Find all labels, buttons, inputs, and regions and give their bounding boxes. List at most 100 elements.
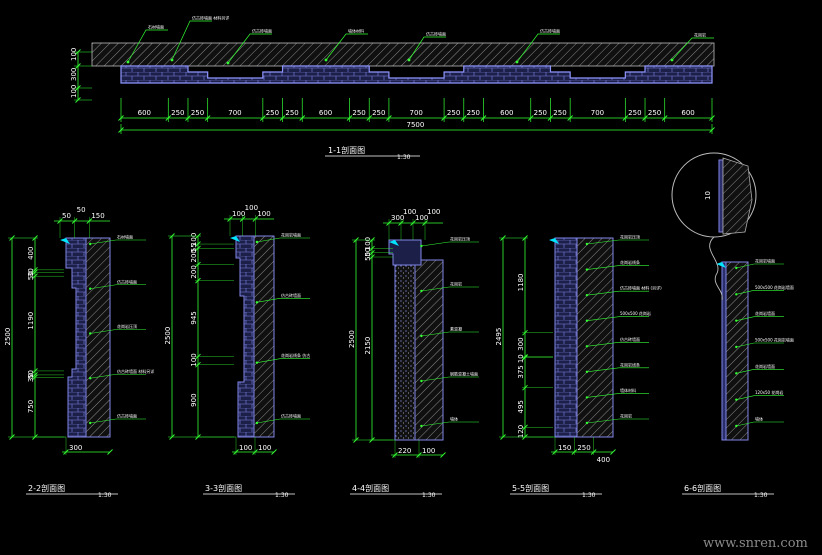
detail-dim: 10 <box>704 191 712 200</box>
section-leader-line <box>586 239 649 245</box>
section-leader-line <box>421 421 479 427</box>
plan-segment-dim: 600 <box>138 109 151 117</box>
section-vert-dim: 200 <box>190 265 198 278</box>
plan-leader-line <box>325 33 368 61</box>
section-2-2: 40030501190503075025005050150300石材墙面仿古砖墙… <box>4 206 154 499</box>
section-top-dim: 50 <box>77 206 86 214</box>
section-leader-line <box>736 369 784 374</box>
section-leader-line <box>736 316 784 321</box>
plan-dim-tick <box>165 115 172 121</box>
plan-dim-tick <box>366 115 373 121</box>
section-leader-label: 花岗岩压顶 <box>450 236 470 242</box>
plan-dim-tick <box>622 115 629 121</box>
section-title: 2-2剖面图 <box>28 483 65 493</box>
plan-segment-dim: 700 <box>591 109 604 117</box>
plan-dim-tick <box>547 115 554 121</box>
section-leader-dot <box>735 398 738 401</box>
section-bottom-dim: 100 <box>239 444 252 452</box>
plan-leaders: 石材墙面仿古砖墙面 材料另详仿古砖墙面墙体材料仿古砖墙面仿古砖墙面花岗岩 <box>126 15 714 65</box>
section-vert-dim: 50 <box>364 248 372 257</box>
plan-left-dim: 300 <box>70 68 78 81</box>
plan-dim-tick <box>386 115 392 121</box>
section-leader-label: 石材墙面 <box>117 234 133 240</box>
section-vert-total: 2500 <box>348 330 356 348</box>
section-hatch-wall <box>576 237 614 438</box>
section-leader-dot <box>255 240 259 244</box>
section-scale: 1:30 <box>98 492 112 499</box>
section-brick-face <box>554 237 578 438</box>
plan-leader-dot <box>126 60 130 64</box>
plan-dim-tick <box>567 115 573 121</box>
section-vert-dim: 300 <box>517 337 525 350</box>
section-leader-line <box>736 421 784 427</box>
section-top-dim: 150 <box>91 212 104 220</box>
section-leader-dot <box>255 301 259 304</box>
section-leader-line <box>586 367 649 373</box>
section-top-dim: 300 <box>391 214 404 222</box>
section-top-dim: 100 <box>403 208 416 216</box>
section-vert-dim: 120 <box>517 425 525 438</box>
section-total-tick <box>353 237 359 243</box>
section-leader-dot <box>585 293 589 297</box>
section-group: 40030501190503075025005050150300石材墙面仿古砖墙… <box>4 152 794 499</box>
section-leader-dot <box>735 424 738 428</box>
section-leader-label: 墙体 <box>755 416 763 422</box>
section-scale: 1:30 <box>754 492 768 499</box>
section-title: 4-4剖面图 <box>352 483 389 493</box>
section-leader-dot <box>735 266 738 270</box>
section-leader-dot <box>420 334 423 338</box>
plan-segment-dim: 250 <box>553 109 566 117</box>
plan-leader-dot <box>226 61 230 65</box>
section-leader-dot <box>585 345 589 348</box>
section-leader-label: 花岗岩墙面 <box>281 232 301 238</box>
section-vert-dim: 50 <box>364 252 372 261</box>
detail-hatch <box>722 157 753 235</box>
section-bottom-dims: 300 <box>62 437 113 455</box>
section-vert-dim: 50 <box>27 271 35 280</box>
plan-leader-line <box>516 33 560 63</box>
section-total-tick <box>500 434 506 440</box>
section-leader-dot <box>585 268 589 271</box>
section-total-tick <box>169 434 175 440</box>
plan-leader-line <box>227 33 272 64</box>
section-leader-dot <box>89 242 92 246</box>
plan-segment-dim: 250 <box>648 109 661 117</box>
section-leader-line <box>586 393 649 398</box>
detail-connector <box>709 236 723 301</box>
section-thin-face <box>721 261 727 441</box>
plan-segment-dim: 700 <box>228 109 241 117</box>
section-leader-line <box>736 342 784 348</box>
section-vert-dim: 1180 <box>517 274 525 292</box>
plan-segment-dim: 250 <box>266 109 279 117</box>
plan-dim-tick <box>642 115 648 121</box>
section-leader-line <box>256 418 310 424</box>
section-leader-dot <box>420 424 423 428</box>
section-top-dim: 100 <box>245 204 258 212</box>
plan-leader-line <box>171 20 212 61</box>
section-bottom-tick <box>107 449 113 455</box>
section-leader-dot <box>89 377 92 380</box>
plan-dim-tick <box>204 115 211 121</box>
section-hatch-wall <box>414 259 444 441</box>
plan-segment-dim: 250 <box>191 109 204 117</box>
section-leader-label: 花岗岩墙面 <box>755 363 775 369</box>
plan-left-tick <box>75 63 81 69</box>
section-coping-mark <box>60 238 70 244</box>
plan-leader-label: 仿古砖墙面 <box>426 31 446 37</box>
section-leader-dot <box>255 421 259 425</box>
section-leader-dot <box>735 345 738 349</box>
section-bottom-dim: 250 <box>577 444 590 452</box>
section-leader-label: 钢筋混凝土墙面 <box>450 371 478 377</box>
section-coping-mark <box>389 240 399 246</box>
section-coping-mark <box>549 238 559 244</box>
section-leader-line <box>90 373 146 379</box>
section-leader-line <box>586 316 649 322</box>
section-leader-dot <box>585 421 589 425</box>
section-leader-line <box>736 395 784 400</box>
section-leader-dot <box>585 319 589 322</box>
